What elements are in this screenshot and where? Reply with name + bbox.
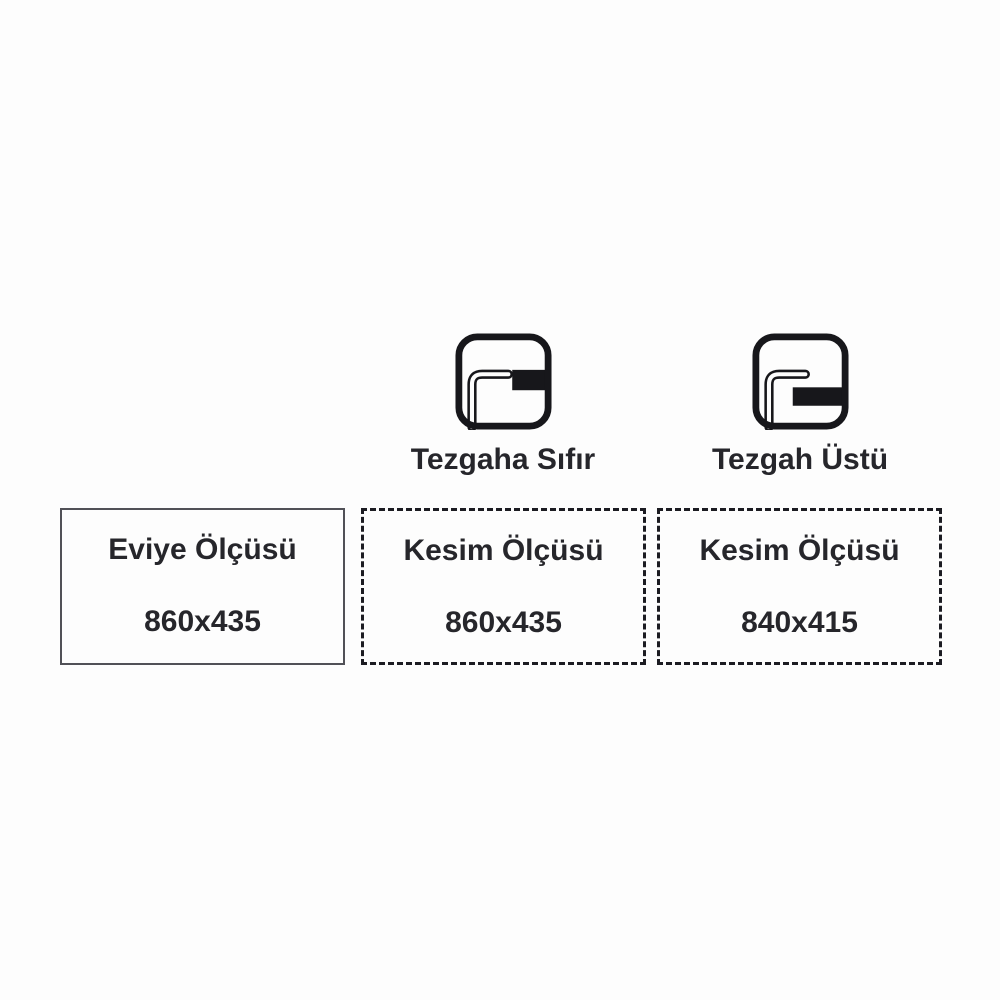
sink-size-title: Eviye Ölçüsü bbox=[108, 533, 297, 566]
overmount-figure: Tezgah Üstü bbox=[680, 333, 920, 476]
flush-mount-figure: Tezgaha Sıfır bbox=[383, 333, 623, 476]
overmount-cutout-size-box: Kesim Ölçüsü 840x415 bbox=[657, 508, 942, 665]
overmount-cutout-size-title: Kesim Ölçüsü bbox=[699, 534, 900, 567]
flush-mount-label: Tezgaha Sıfır bbox=[410, 443, 596, 476]
overmount-icon bbox=[751, 333, 849, 430]
sink-size-box: Eviye Ölçüsü 860x435 bbox=[60, 508, 345, 665]
flush-cutout-size-value: 860x435 bbox=[445, 606, 562, 639]
flush-cutout-size-box: Kesim Ölçüsü 860x435 bbox=[361, 508, 646, 665]
overmount-label: Tezgah Üstü bbox=[711, 443, 889, 476]
sink-size-value: 860x435 bbox=[144, 605, 261, 638]
overmount-cutout-size-value: 840x415 bbox=[741, 606, 858, 639]
flush-cutout-size-title: Kesim Ölçüsü bbox=[403, 534, 604, 567]
flush-mount-icon bbox=[454, 333, 552, 430]
